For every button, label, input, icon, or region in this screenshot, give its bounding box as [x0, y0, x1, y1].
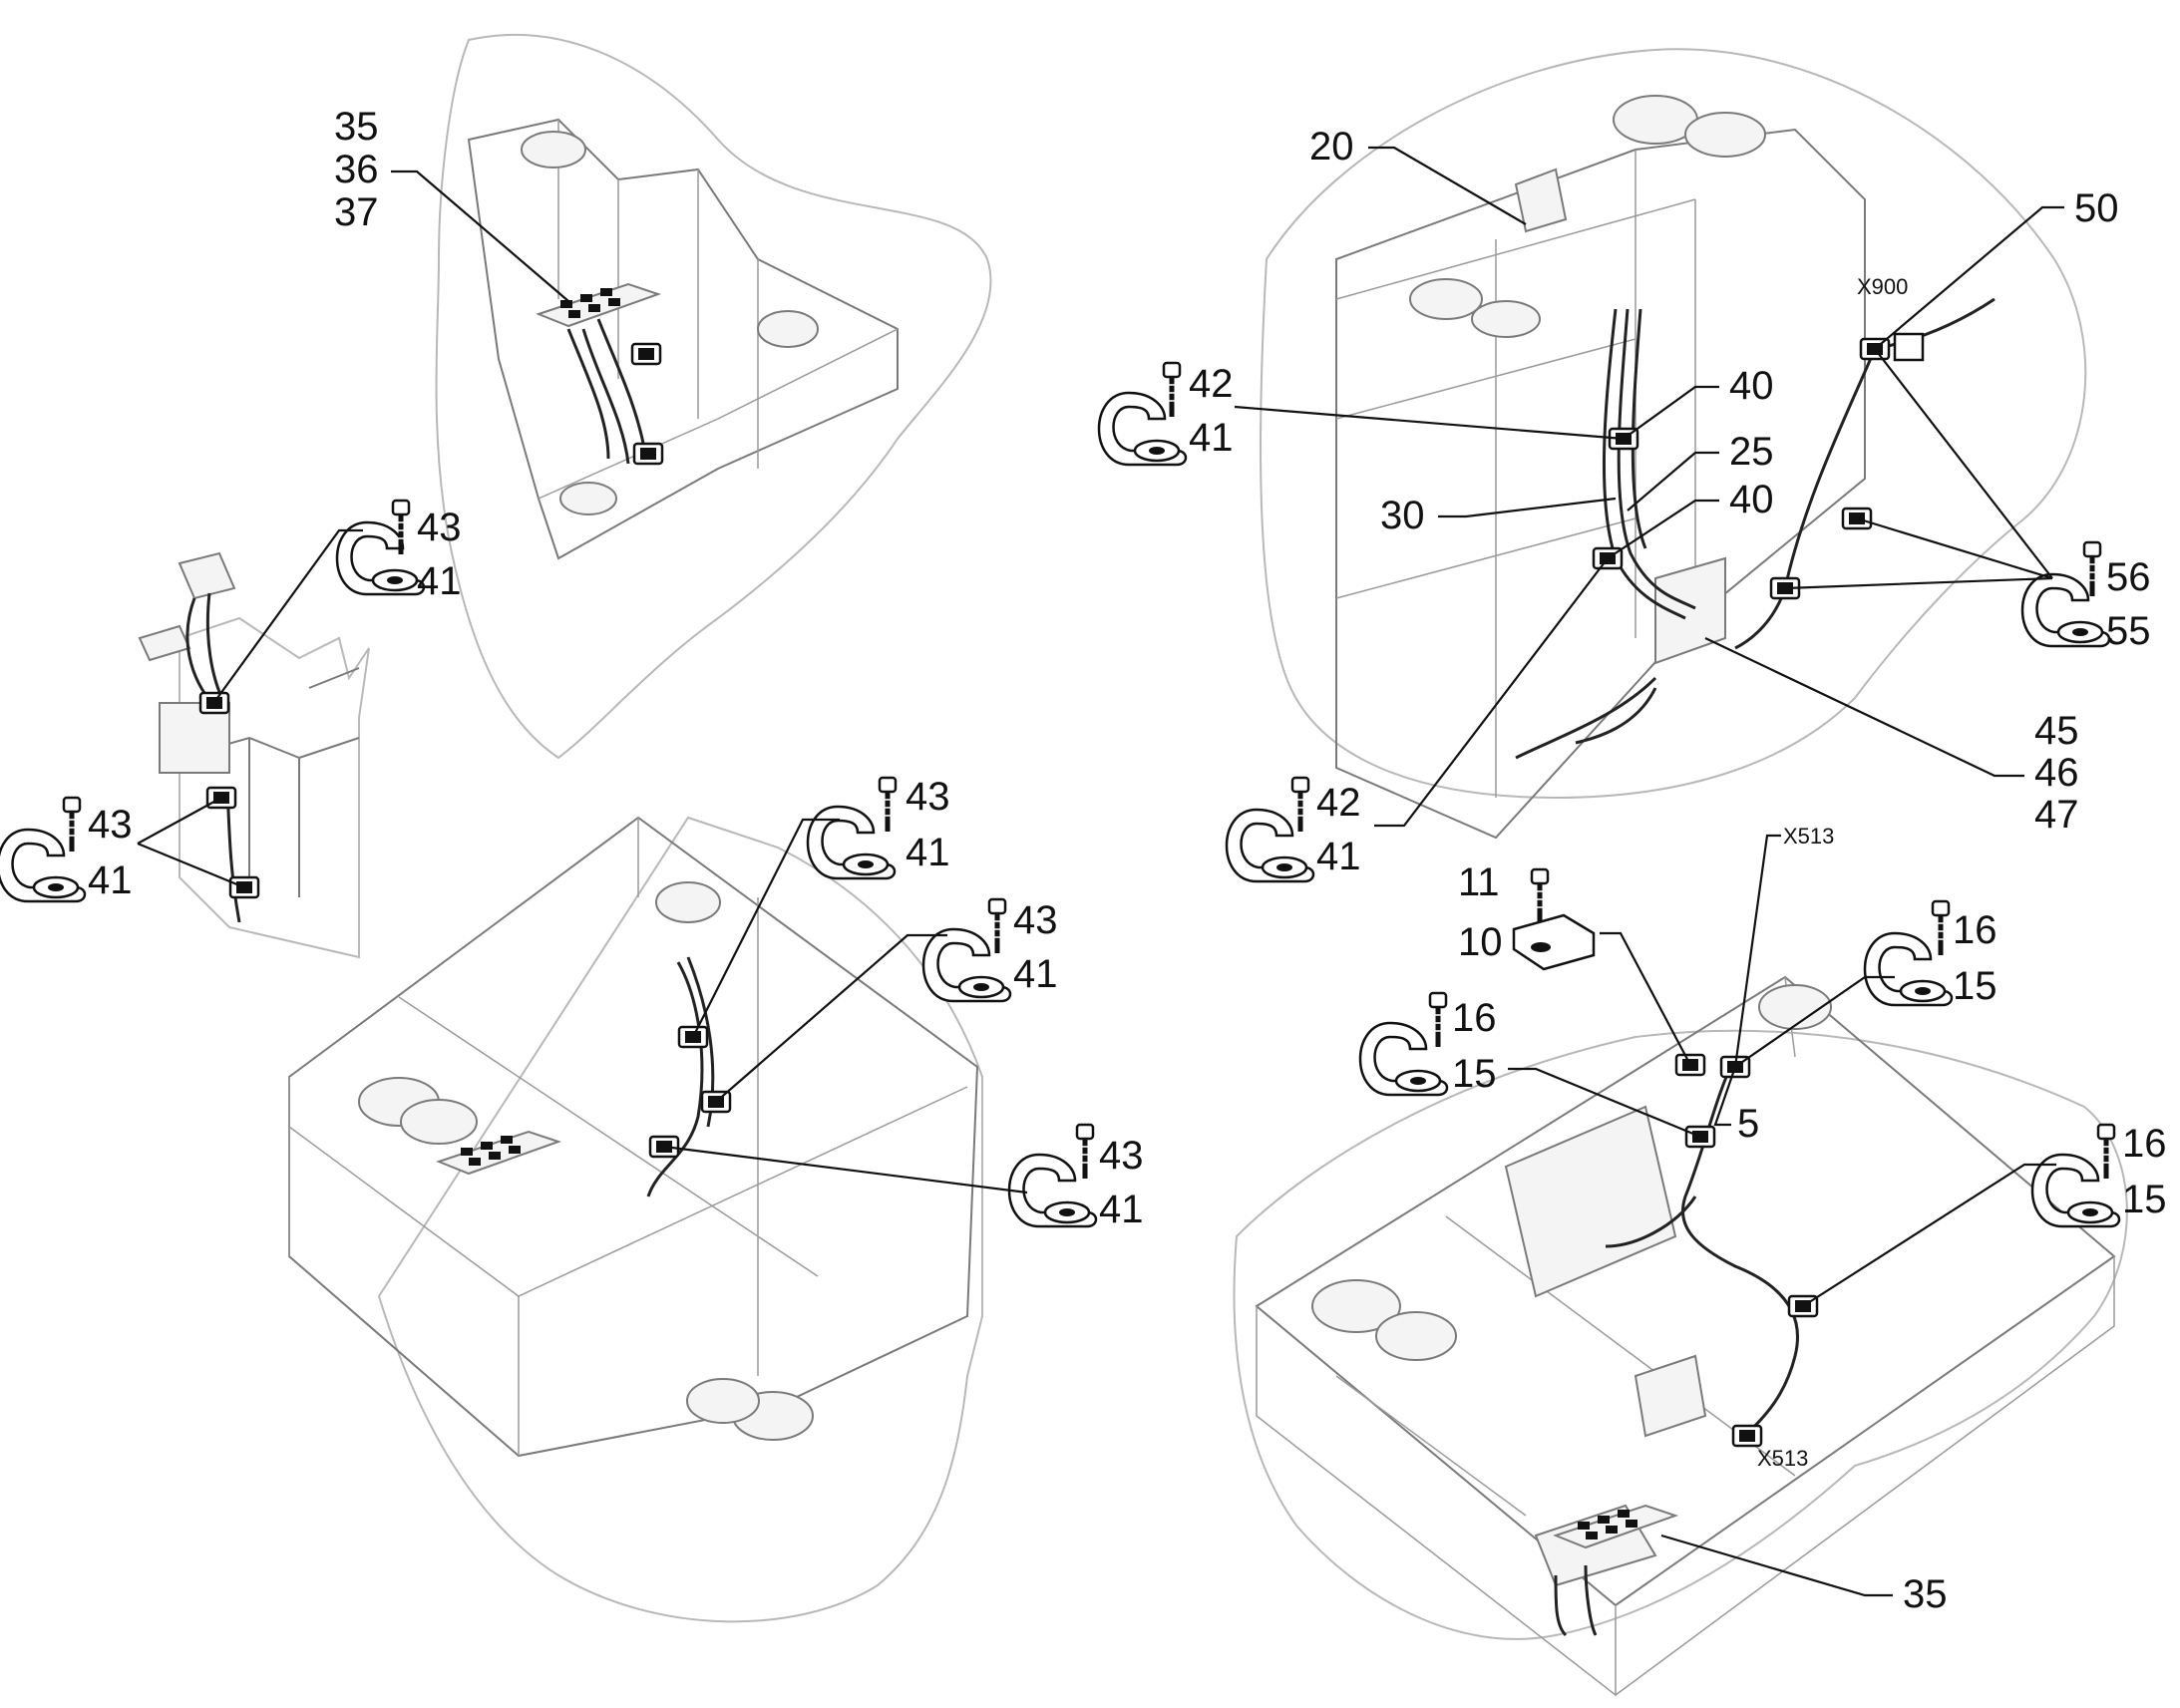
view-3-chassis: [288, 816, 979, 1458]
callout-30: 30: [1380, 494, 1425, 537]
leader-x513-top: [1733, 834, 1781, 1068]
leader-a: [692, 818, 840, 1038]
view-1-chassis: [467, 118, 899, 560]
leader-10: [1600, 931, 1691, 1066]
leader-16-15-a: [1734, 975, 1895, 1068]
callout-43-c: 43: [1099, 1134, 1144, 1178]
bolt-b: [989, 899, 1005, 953]
callout-16-a: 16: [1953, 908, 1998, 952]
leader-c: [663, 1145, 1028, 1195]
p-clip-15b: [1358, 1021, 1449, 1097]
view-4-chassis: [1335, 128, 1866, 840]
callout-40-b: 40: [1729, 478, 1774, 521]
callout-11: 11: [1458, 860, 1500, 904]
leader-20: [1368, 146, 1527, 225]
callout-41-a: 41: [906, 831, 950, 874]
part-10-bracket: [1512, 913, 1596, 971]
view-3-callouts: 43 41 43 41 43 41: [663, 775, 1144, 1231]
callout-15-c: 15: [2122, 1178, 2167, 1221]
view-2-frame-detail: [138, 551, 370, 959]
callout-15-a: 15: [1953, 964, 1998, 1008]
callout-16-b: 16: [1452, 996, 1497, 1040]
p-clip-55: [2020, 572, 2111, 648]
callout-43-b: 43: [1013, 898, 1058, 942]
callout-41-c: 41: [1099, 1188, 1144, 1231]
leader-43-41-lower: [137, 797, 245, 889]
leader-b: [715, 933, 947, 1103]
leader-30: [1438, 497, 1617, 518]
p-clip-a: [806, 805, 897, 880]
callout-42-b: 42: [1316, 781, 1361, 825]
bolt-42a: [1164, 363, 1180, 417]
callout-50: 50: [2074, 186, 2119, 230]
leader-43-41-upper: [216, 528, 363, 699]
callout-43: 43: [417, 506, 462, 549]
view-1-callouts: 35 36 37: [334, 105, 569, 302]
leader-16-15-b: [1508, 1067, 1701, 1139]
bolt-11: [1532, 869, 1548, 923]
leader-5: [1713, 1066, 1737, 1127]
callout-55: 55: [2106, 609, 2151, 653]
callout-46: 46: [2034, 751, 2079, 795]
view-2-callouts: 43 41 43 41: [0, 501, 462, 903]
callout-43-lower: 43: [88, 803, 133, 847]
callout-20: 20: [1309, 125, 1354, 169]
view-3-frame-underside: [288, 816, 983, 1623]
callout-43-a: 43: [906, 775, 950, 819]
callout-16-c: 16: [2122, 1122, 2167, 1166]
callout-36: 36: [334, 148, 379, 191]
bolt-16a: [1933, 901, 1949, 955]
leader-42-41-b: [1374, 557, 1609, 828]
view-1-frame-rear: [435, 33, 992, 760]
callout-5: 5: [1737, 1102, 1759, 1146]
view-1-outline: [435, 33, 992, 760]
callout-25: 25: [1729, 430, 1774, 474]
bolt-16c: [2098, 1125, 2114, 1179]
callout-40-a: 40: [1729, 364, 1774, 408]
callout-41-lower: 41: [88, 858, 133, 902]
leader-56-55: [1784, 348, 2053, 590]
leader-40-a: [1623, 385, 1719, 440]
callout-41: 41: [417, 559, 462, 603]
view-5-callouts: X513 11 10 16 15 16 15 5 16 15 X513 35: [1358, 824, 2167, 1616]
callout-42-a: 42: [1189, 362, 1234, 406]
leader-42-41-a: [1234, 405, 1625, 441]
callout-45: 45: [2034, 709, 2079, 753]
view-4-callouts: 20 42 41 40 25 30 40 50 X900 56 55 45 46…: [1097, 125, 2151, 883]
view-3-outline: [377, 816, 983, 1623]
callout-10: 10: [1458, 920, 1503, 964]
callout-15-b: 15: [1452, 1052, 1497, 1096]
leader-50: [1874, 205, 2064, 350]
bolt-c: [1077, 1125, 1093, 1179]
bolt-16b: [1430, 993, 1446, 1047]
bolt-a: [880, 778, 896, 832]
p-clip-upper: [335, 520, 426, 596]
callout-35: 35: [334, 105, 379, 149]
connector-x513-bottom: X513: [1757, 1446, 1808, 1471]
view-4-outline: [1260, 48, 2087, 800]
view-5-outline: [1233, 1029, 2128, 1640]
leader-35-bottom: [1660, 1534, 1893, 1597]
callout-47: 47: [2034, 793, 2079, 837]
leader-40-b: [1607, 499, 1719, 559]
callout-41-a: 41: [1189, 416, 1234, 460]
leader-35-36-37: [391, 170, 569, 302]
view-4-frame-side: [1260, 48, 2087, 840]
callout-35-bottom: 35: [1903, 1572, 1948, 1616]
callout-37: 37: [334, 190, 379, 234]
connector-x900: X900: [1857, 274, 1908, 299]
leader-25: [1627, 451, 1719, 512]
bolt-42b: [1292, 778, 1308, 832]
leader-16-15-c: [1802, 1163, 2056, 1307]
leader-45-46-47: [1704, 637, 2024, 778]
callout-41-b: 41: [1013, 952, 1058, 996]
bolt-lower: [64, 798, 80, 852]
callout-56: 56: [2106, 555, 2151, 599]
view-5-frame-base: [1233, 975, 2128, 1697]
callout-41-b: 41: [1316, 835, 1361, 878]
bolt-56: [2084, 542, 2100, 596]
connector-x513-top: X513: [1783, 824, 1834, 849]
view-2-outline: [179, 616, 370, 959]
